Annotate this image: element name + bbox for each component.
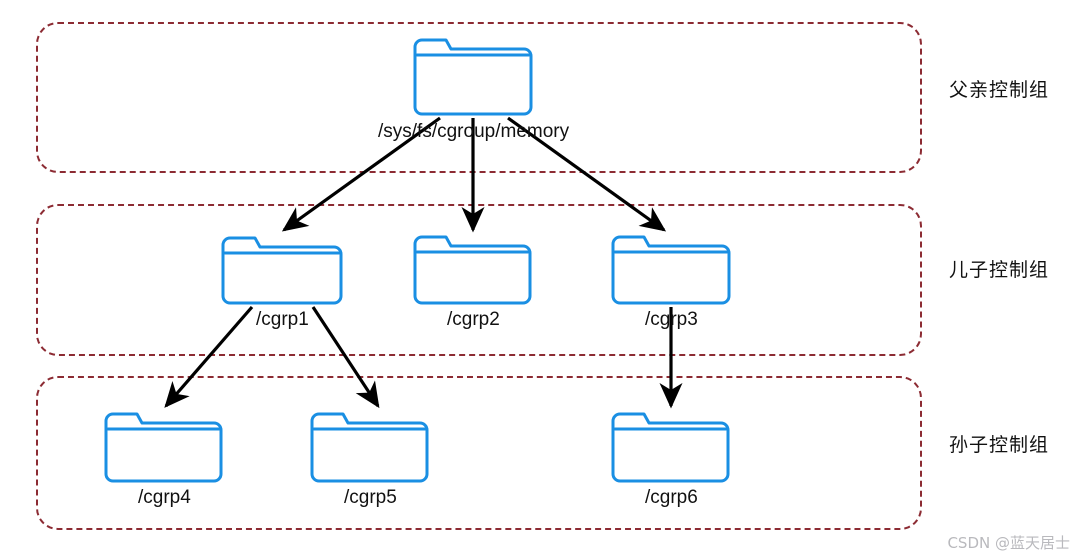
node-cgrp3[interactable] [611, 235, 731, 310]
node-cgrp2[interactable] [413, 235, 532, 310]
folder-icon [310, 412, 429, 483]
node-label-cgrp4: /cgrp4 [138, 487, 191, 508]
node-label-cgrp1: /cgrp1 [256, 309, 309, 330]
folder-icon [104, 412, 223, 483]
node-label-cgrp6: /cgrp6 [645, 487, 698, 508]
folder-icon [221, 236, 343, 305]
node-label-root: /sys/fs/cgroup/memory [378, 121, 570, 142]
node-label-cgrp5: /cgrp5 [344, 487, 397, 508]
node-cgrp4[interactable] [104, 412, 223, 488]
folder-icon [611, 235, 731, 305]
group-box-grandchild [36, 376, 922, 530]
node-label-cgrp2: /cgrp2 [447, 309, 500, 330]
watermark: CSDN @蓝天居士 [947, 534, 1070, 552]
node-label-cgrp3: /cgrp3 [645, 309, 698, 330]
folder-icon [413, 235, 532, 305]
group-box-child [36, 204, 922, 356]
group-box-parent [36, 22, 922, 173]
folder-icon [413, 38, 533, 116]
group-label-parent: 父亲控制组 [949, 79, 1050, 101]
group-label-grandchild: 孙子控制组 [949, 434, 1050, 456]
folder-icon [611, 412, 730, 483]
group-label-child: 儿子控制组 [949, 259, 1050, 281]
node-cgrp5[interactable] [310, 412, 429, 488]
node-cgrp6[interactable] [611, 412, 730, 488]
node-root[interactable] [413, 38, 533, 121]
node-cgrp1[interactable] [221, 236, 343, 310]
